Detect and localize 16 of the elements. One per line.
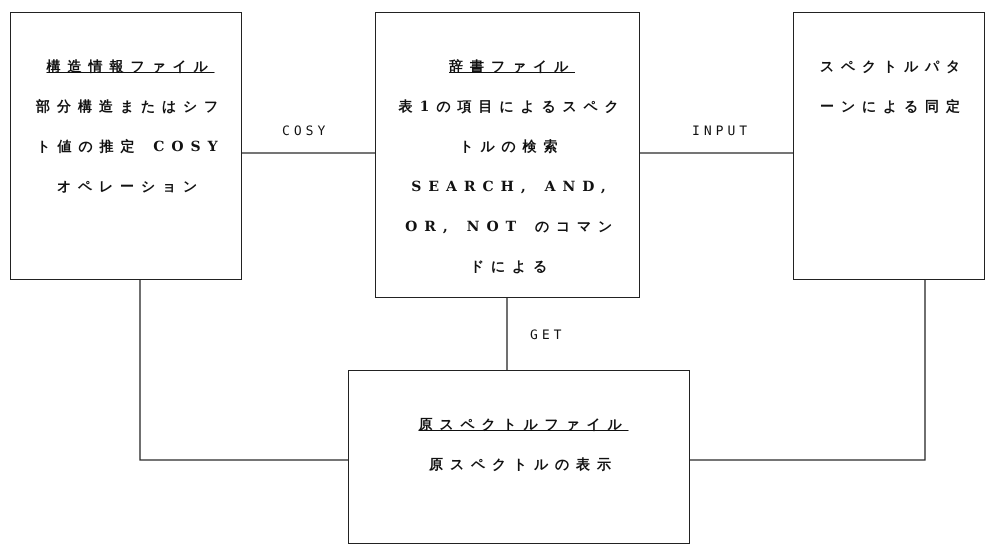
connector-line (640, 152, 793, 154)
box-text: 表1の項目によるスペクトルの検索 SEARCH, AND, OR, NOT のコマンドによる (398, 98, 626, 277)
box-text: 部分構造またはシフト値の推定 COSY オペレーション (34, 98, 226, 197)
connector-line (690, 280, 926, 461)
box-text: スペクトルパターンによる同定 (819, 58, 968, 117)
box-heading: 構造情報ファイル (46, 58, 214, 77)
box-heading: 原スペクトルファイル (418, 416, 628, 435)
file-box (793, 12, 985, 280)
file-box (348, 370, 690, 544)
connector-line (506, 298, 508, 370)
connector-line (139, 280, 348, 461)
file-box (375, 12, 640, 298)
connector-line (242, 152, 375, 154)
box-text: 原スペクトルの表示 (429, 456, 618, 475)
file-box (10, 12, 242, 280)
box-heading: 辞書ファイル (449, 58, 575, 77)
